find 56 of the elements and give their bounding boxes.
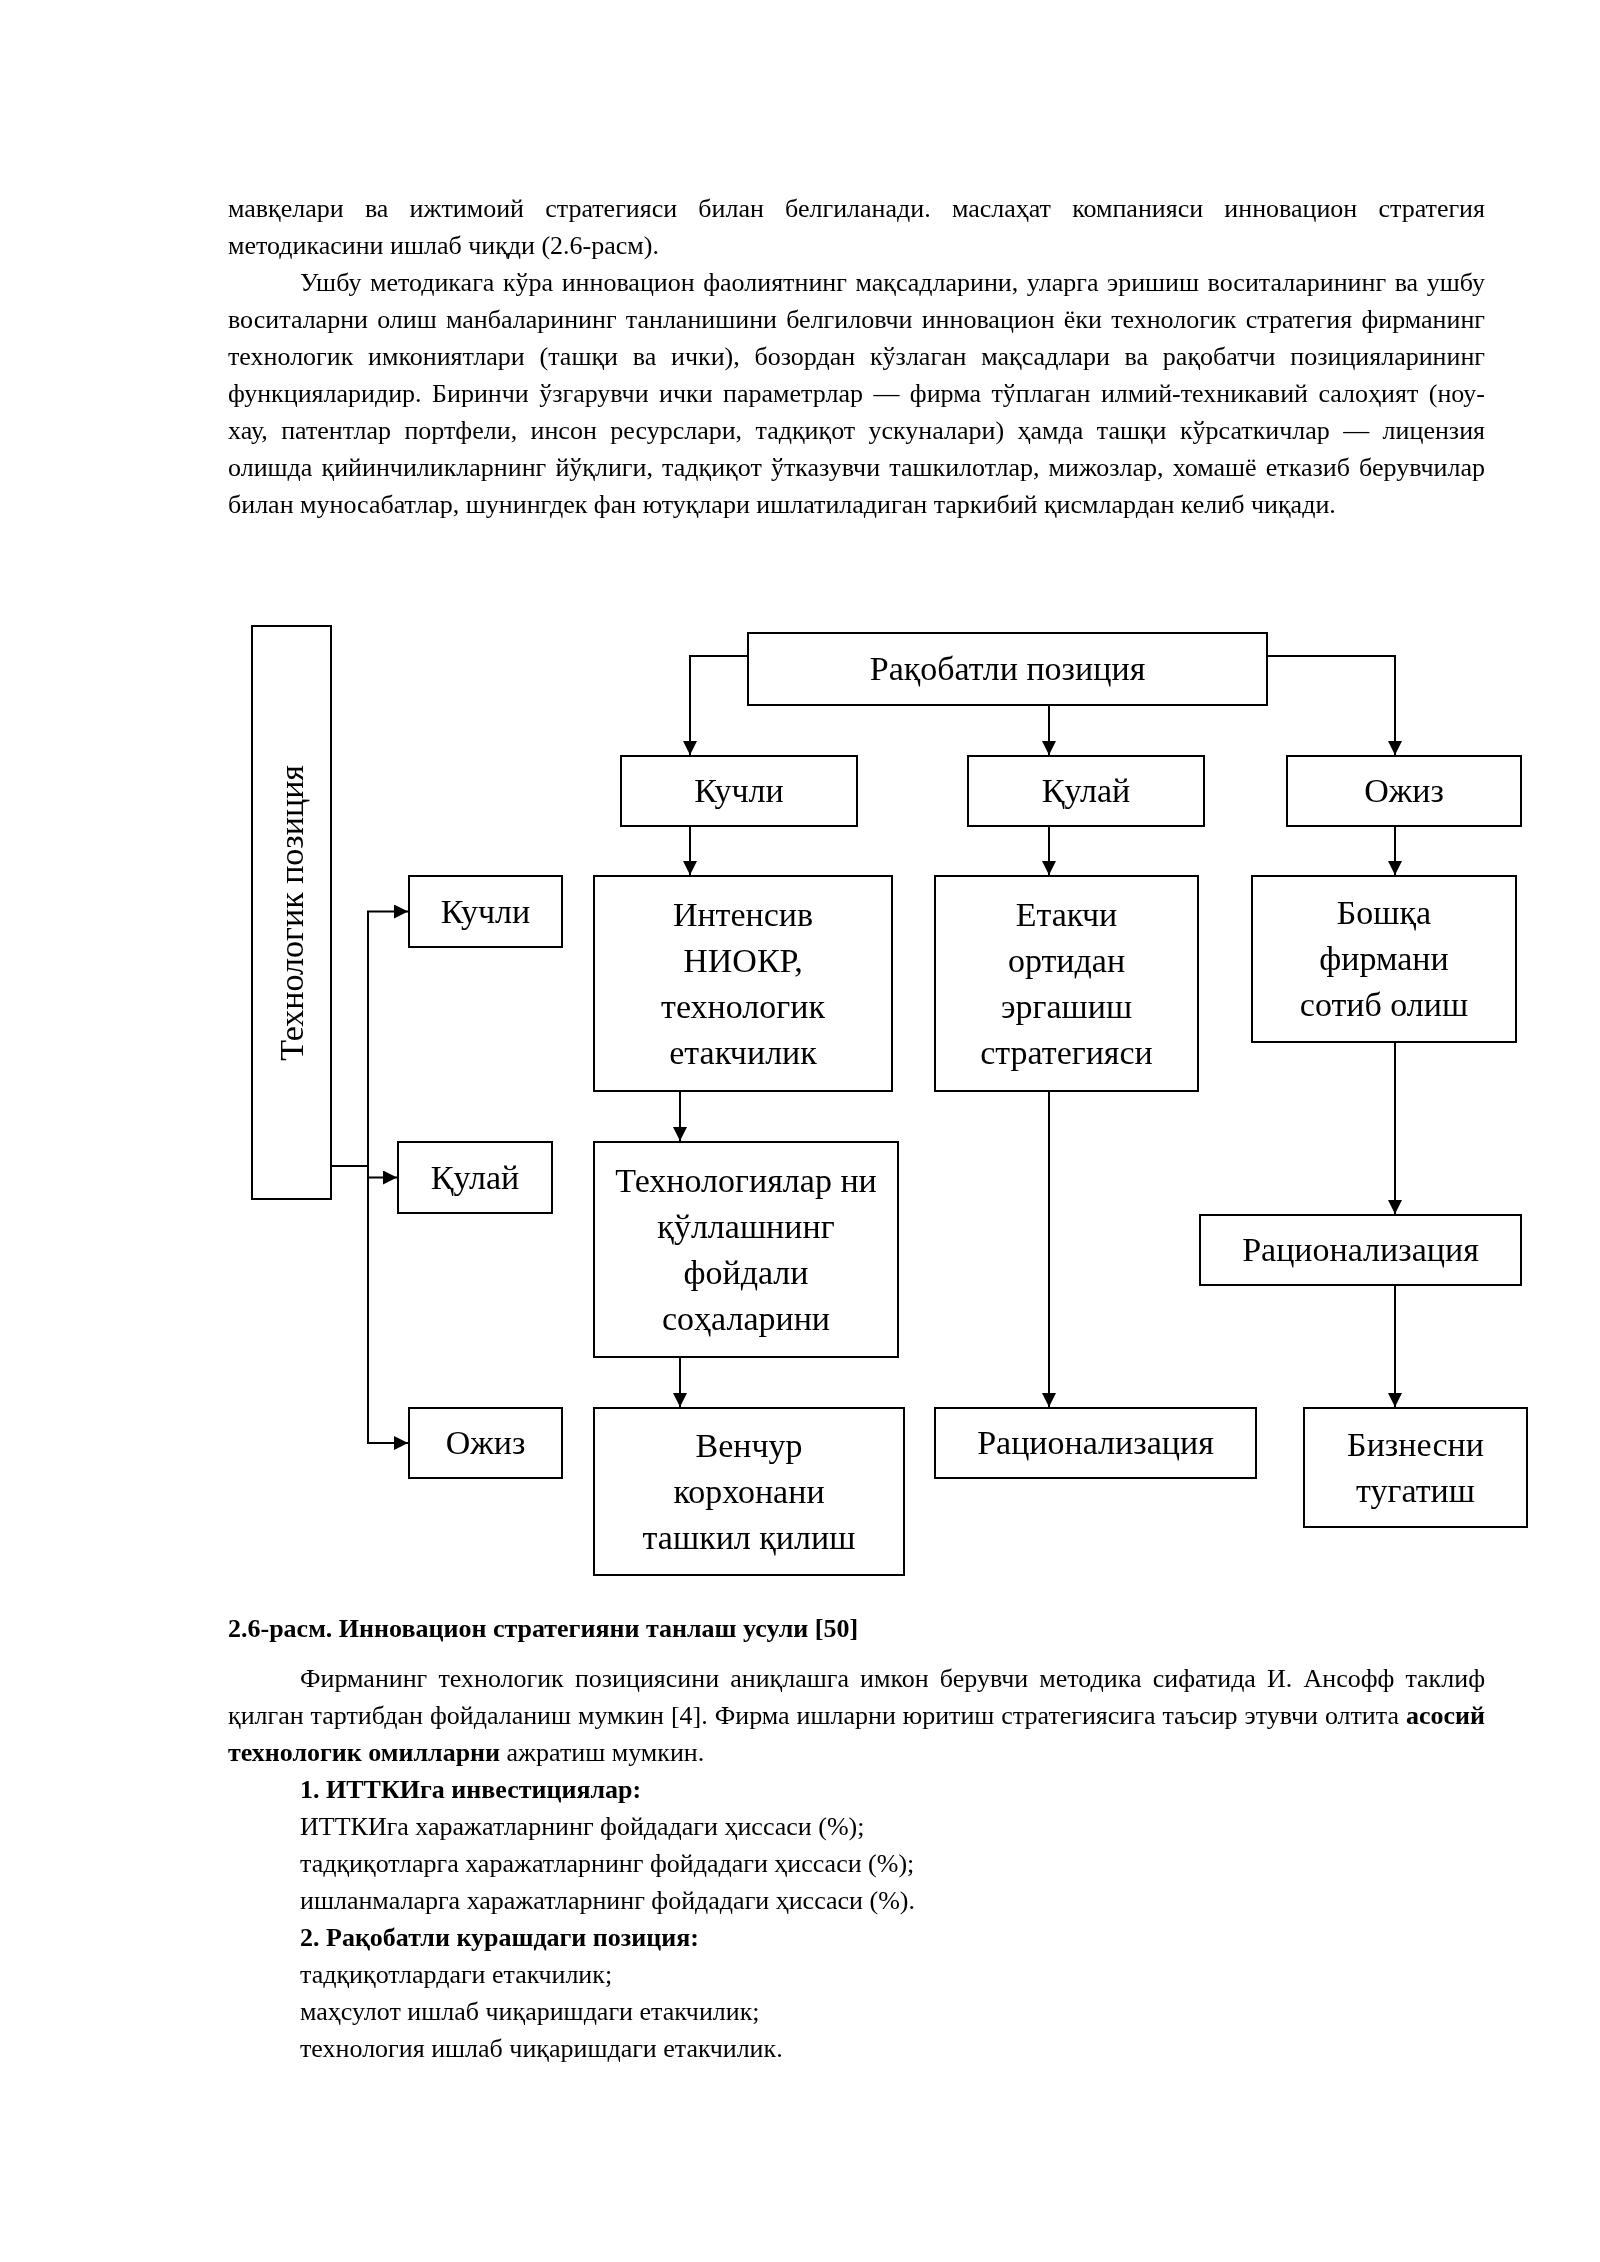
paragraph: Фирманинг технологик позициясини аниқлашга имкон берувчи методика сифатида И. Ансофф таклиф қилган тартибдан фойдаланиш мумкин [4]. Фирма ишларни юритиш стратегиясига таъсир этувчи олтита асосий технологик омилларни ажратиш мумкин.: [228, 1663, 1485, 1769]
box-text: Бизнесни тугатиш: [1346, 1424, 1485, 1511]
box-text: Етакчи ортидан эргашиш стратегияси: [979, 894, 1154, 1073]
process-box: [593, 1407, 905, 1576]
box-text: Рақобатли позиция: [869, 649, 1146, 689]
box-text: Рационализация: [977, 1423, 1214, 1463]
process-box: [251, 625, 332, 1200]
list-item-text: тадқиқотлардаги етакчилик;: [299, 1959, 614, 1991]
list-item-text: тадқиқотларга харажатларнинг фойдадаги ҳиссаси (%);: [299, 1848, 916, 1880]
process-box: [408, 875, 563, 948]
arrow: [1388, 1285, 1402, 1408]
box-text: Ожиз: [1364, 771, 1444, 811]
box-text: Бошқа фирмани сотиб олиш: [1298, 893, 1470, 1025]
box-text: Кучли: [694, 771, 784, 811]
process-box: [1286, 755, 1522, 827]
box-text: Ожиз: [445, 1423, 526, 1463]
figure-caption: 2.6-расм. Инновацион стратегияни танлаш усули [50]: [228, 1613, 859, 1645]
paragraph: Ушбу методикага кўра инновацион фаолиятнинг мақсадларини, уларга эришиш воситаларининг ва ушбу воситаларни олиш манбаларининг танланишини белгиловчи инновацион ёки технологик стратегия фирманинг технологик имкониятлари (ташқи ва ички), бозордан кўзлаган мақсадлари ва рақобатчи позицияларининг функцияларидир. Биринчи ўзгарувчи ички параметрлар — фирма тўплаган илмий-техникавий салоҳият (ноу-хау, патентлар портфели, инсон ресурслари, тадқиқот ускуналари) ҳамда ташқи кўрсаткичлар — лицензия олишда қийинчиликларнинг йўқлиги, тадқиқот ўтказувчи ташкилотлар, мижозлар, хомашё етказиб берувчилар билан муносабатлар, шунингдек фан ютуқлари ишлатиладиган таркибий қисмлардан келиб чиқади.: [228, 267, 1485, 521]
box-text: Технологиялар ни қўллашнинг фойдали соҳаларини: [614, 1160, 878, 1339]
box-text: Технологик позиция: [271, 764, 311, 1061]
arrow: [1267, 655, 1402, 756]
arrow: [673, 1091, 687, 1142]
process-box: [1303, 1407, 1528, 1528]
process-box: [397, 1141, 553, 1214]
list-item-text: технология ишлаб чиқаришдаги етакчилик.: [299, 2033, 784, 2065]
process-box: [1251, 875, 1517, 1043]
box-text: Қулай: [1041, 771, 1131, 811]
process-box: [1199, 1214, 1522, 1286]
arrow: [1042, 1091, 1056, 1408]
paragraph: мавқелари ва ижтимоий стратегияси билан белгиланади. маслаҳат компанияси инновацион стратегия методикасини ишлаб чиқди (2.6-расм).: [228, 193, 1485, 262]
box-text: Қулай: [430, 1157, 520, 1198]
list-item-text: 2. Рақобатли курашдаги позиция:: [299, 1922, 700, 1954]
arrow: [1388, 1042, 1402, 1215]
list-item-text: маҳсулот ишлаб чиқаришдаги етакчилик;: [299, 1996, 761, 2028]
arrow: [683, 655, 748, 756]
box-text: Венчур корхонани ташкил қилиш: [641, 1425, 857, 1558]
arrow: [673, 1357, 687, 1408]
list-item-text: ИТТКИга харажатларнинг фойдадаги ҳиссаси (%);: [299, 1811, 866, 1843]
box-text: Кучли: [440, 891, 531, 932]
list-item-text: ишланмаларга харажатларнинг фойдадаги ҳиссаси (%).: [299, 1885, 916, 1917]
process-box: [934, 1407, 1257, 1479]
process-box: [593, 1141, 899, 1358]
arrow: [683, 826, 697, 876]
process-box: [747, 632, 1268, 706]
arrow: [1042, 826, 1056, 876]
process-box: [408, 1407, 563, 1479]
box-text: Интенсив НИОКР, технологик етакчилик: [660, 894, 826, 1073]
arrow: [331, 1165, 409, 1450]
list-item-text: 1. ИТТКИга инвестициялар:: [299, 1774, 643, 1806]
arrow: [1042, 705, 1056, 756]
arrow: [1388, 826, 1402, 876]
process-box: [967, 755, 1205, 827]
process-box: [934, 875, 1199, 1092]
process-box: [620, 755, 858, 827]
process-box: [593, 875, 893, 1092]
box-text: Рационализация: [1242, 1230, 1479, 1270]
